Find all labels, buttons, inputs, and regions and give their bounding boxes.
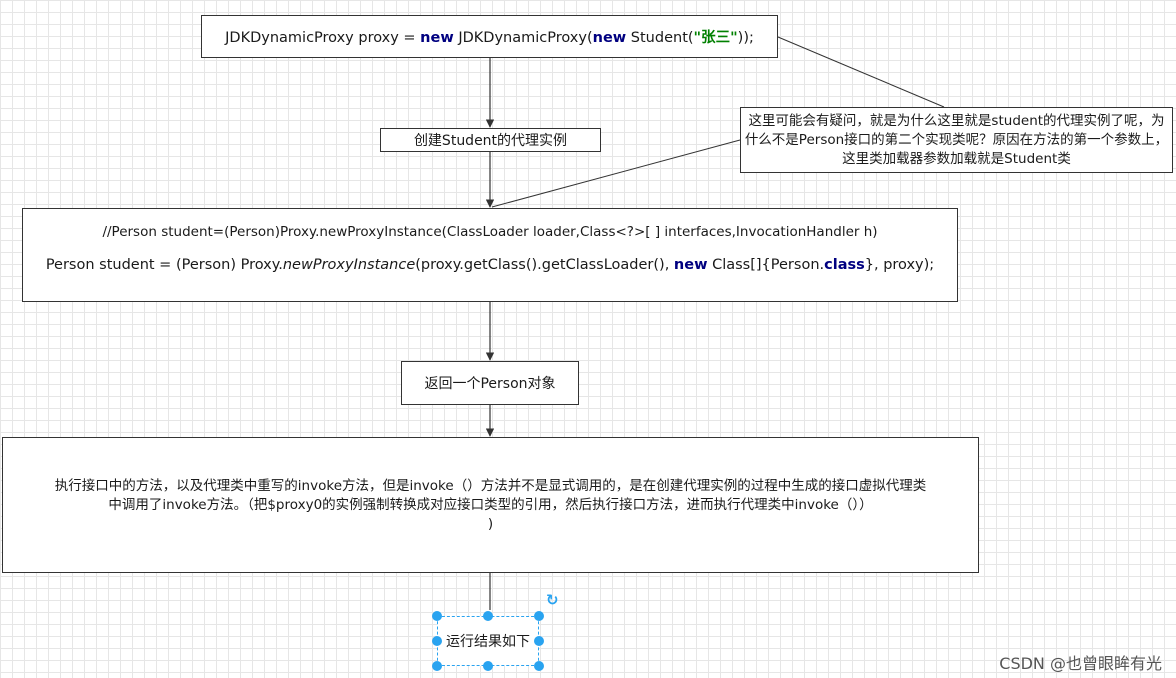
- result-box[interactable]: 运行结果如下: [437, 616, 539, 666]
- note-link-code: [491, 139, 741, 208]
- exec-line-1: 执行接口中的方法，以及代理类中重写的invoke方法，但是invoke（）方法并…: [54, 477, 927, 494]
- top-code-text: JDKDynamicProxy proxy = new JDKDynamicPr…: [225, 30, 754, 46]
- proxy-code-box[interactable]: //Person student=(Person)Proxy.newProxyI…: [22, 208, 958, 302]
- note-box[interactable]: 这里可能会有疑问，就是为什么这里就是student的代理实例了呢，为什么不是Pe…: [740, 107, 1173, 173]
- code-comment: //Person student=(Person)Proxy.newProxyI…: [102, 224, 878, 240]
- top-code-box[interactable]: JDKDynamicProxy proxy = new JDKDynamicPr…: [201, 15, 778, 58]
- execute-method-box[interactable]: 执行接口中的方法，以及代理类中重写的invoke方法，但是invoke（）方法并…: [2, 437, 979, 573]
- resize-handle-ml[interactable]: [432, 636, 442, 646]
- result-label: 运行结果如下: [446, 634, 530, 650]
- return-person-label: 返回一个Person对象: [424, 376, 556, 392]
- watermark: CSDN @也曾眼眸有光: [999, 654, 1162, 673]
- create-proxy-label: 创建Student的代理实例: [413, 133, 568, 149]
- exec-line-3: ): [487, 515, 494, 532]
- note-link-top: [777, 36, 945, 108]
- resize-handle-tl[interactable]: [432, 611, 442, 621]
- resize-handle-mr[interactable]: [534, 636, 544, 646]
- return-person-box[interactable]: 返回一个Person对象: [401, 361, 579, 405]
- resize-handle-tr[interactable]: [534, 611, 544, 621]
- rotate-icon[interactable]: ↻: [546, 591, 559, 609]
- exec-line-2: 中调用了invoke方法。（把$proxy0的实例强制转换成对应接口类型的引用，…: [108, 496, 873, 513]
- resize-handle-br[interactable]: [534, 661, 544, 671]
- resize-handle-bm[interactable]: [483, 661, 493, 671]
- create-proxy-box[interactable]: 创建Student的代理实例: [380, 128, 601, 152]
- resize-handle-tm[interactable]: [483, 611, 493, 621]
- resize-handle-bl[interactable]: [432, 661, 442, 671]
- note-text: 这里可能会有疑问，就是为什么这里就是student的代理实例了呢，为什么不是Pe…: [744, 112, 1169, 167]
- code-line: Person student = (Person) Proxy.newProxy…: [45, 257, 935, 273]
